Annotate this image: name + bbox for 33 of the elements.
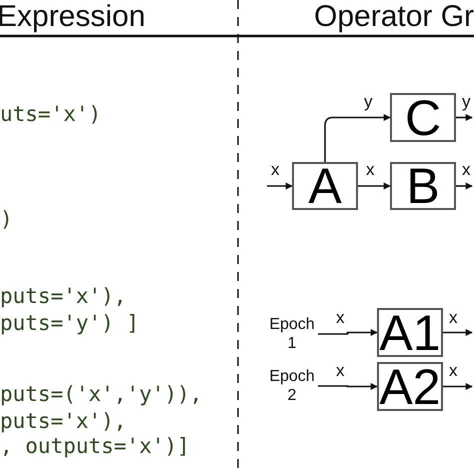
operator-box: C	[390, 93, 456, 142]
arrow	[456, 114, 473, 121]
arrow	[443, 383, 473, 390]
edge-label: x	[462, 161, 470, 178]
input-label: Epoch 2	[266, 366, 318, 406]
code-line: puts='y') ]	[0, 313, 140, 334]
edge-label: y	[462, 93, 470, 110]
operator-box: B	[390, 162, 456, 210]
edge-label: x	[336, 362, 344, 379]
operator-box: A1	[377, 308, 443, 357]
code-line: )	[0, 209, 13, 230]
arrow	[318, 329, 378, 336]
code-line: puts='x'),	[0, 411, 126, 432]
arrow	[318, 383, 378, 390]
arrow	[267, 182, 293, 190]
operator-box: A2	[377, 362, 443, 411]
edge-label: x	[449, 362, 458, 379]
input-label: Epoch 1	[266, 314, 318, 354]
edge-label: y	[364, 93, 372, 110]
code-line: uts='x')	[0, 104, 102, 125]
edge-label: x	[449, 309, 458, 326]
column-heading: Operator Gr	[314, 2, 474, 32]
code-line: puts='x'),	[0, 286, 126, 307]
arrow	[358, 182, 391, 190]
code-line: , outputs='x')]	[0, 436, 190, 457]
edge-label: x	[336, 309, 344, 326]
arrow	[456, 182, 473, 190]
edge-label: x	[271, 161, 280, 178]
edge-label: x	[366, 161, 374, 178]
operator-box: A	[292, 162, 358, 210]
code-line: puts=('x','y')),	[0, 384, 202, 405]
arrow	[324, 114, 391, 162]
arrow	[443, 329, 473, 336]
